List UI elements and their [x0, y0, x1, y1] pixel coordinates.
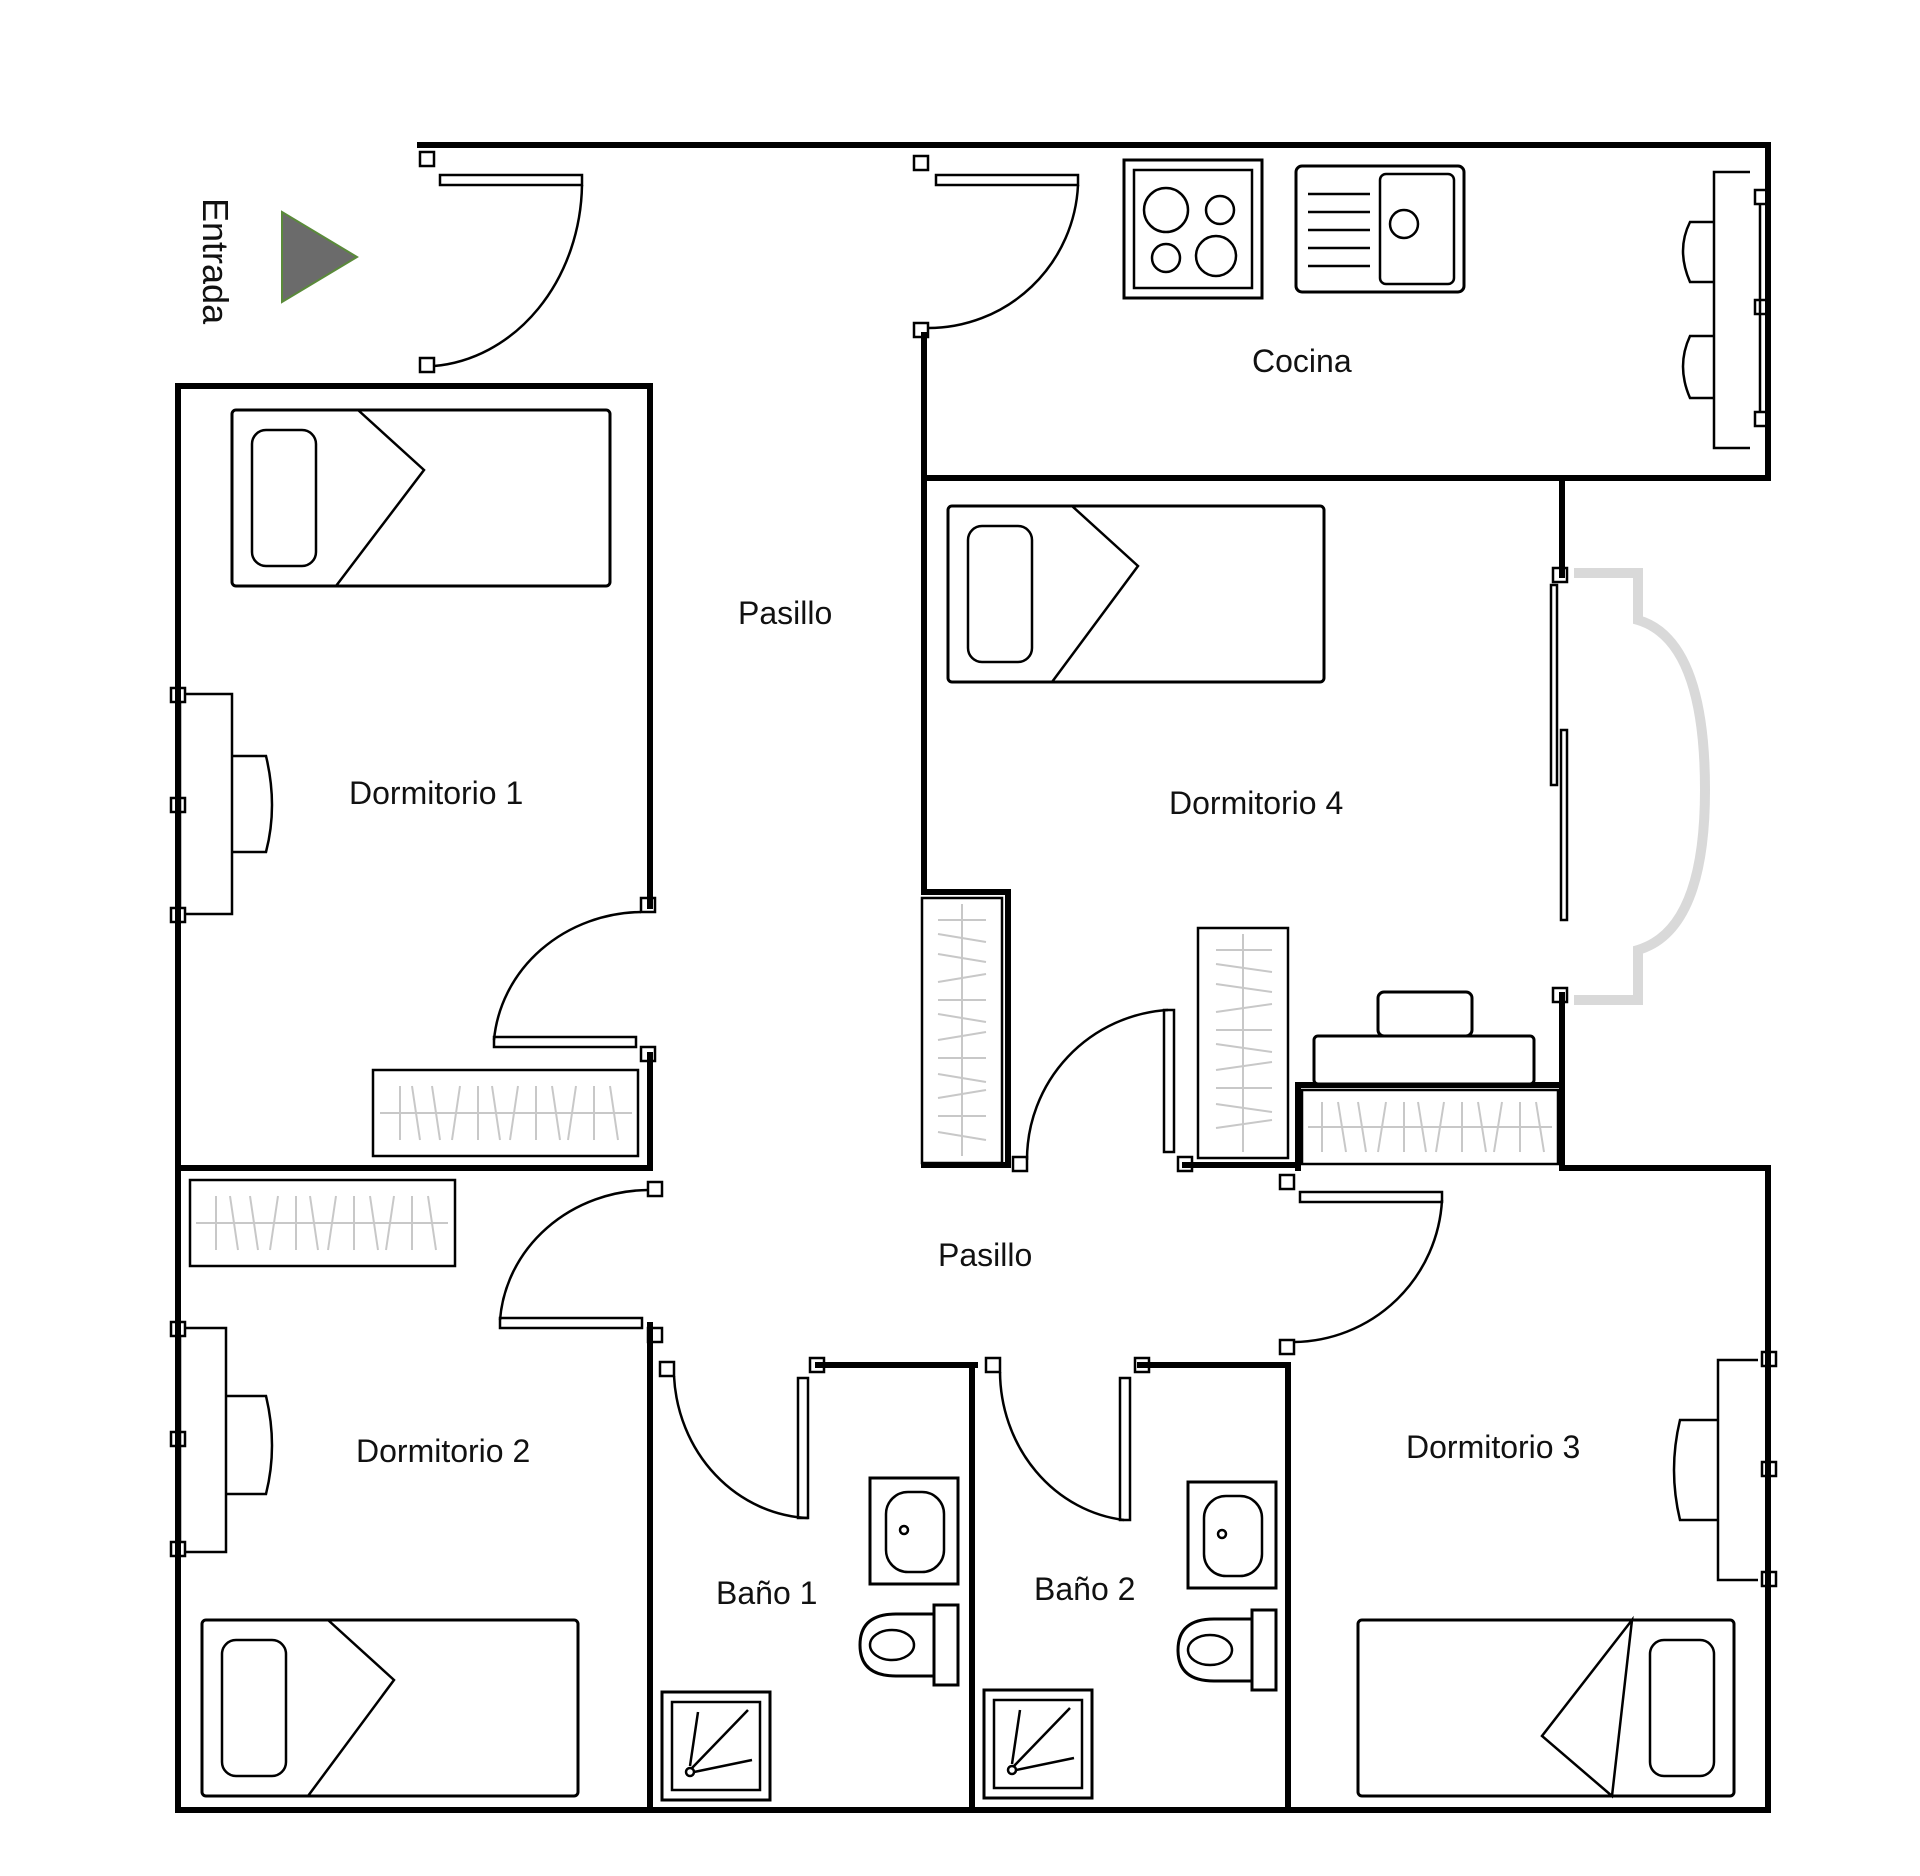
label-bano-1: Baño 1: [716, 1575, 817, 1611]
closet-dormitorio-4-b: [1300, 1088, 1560, 1166]
toilet-bano-2: [1176, 1608, 1278, 1692]
stove: [1122, 158, 1264, 300]
label-bano-2: Baño 2: [1034, 1571, 1135, 1607]
closet-pasillo: [920, 896, 1004, 1165]
bed-dormitorio-1: [230, 408, 612, 588]
desk-dormitorio-1: [186, 692, 274, 916]
desk-dormitorio-3: [1672, 1358, 1758, 1582]
bed-dormitorio-3: [1356, 1615, 1736, 1799]
desk-dormitorio-2: [186, 1326, 274, 1554]
label-dormitorio-2: Dormitorio 2: [356, 1433, 530, 1469]
label-dormitorio-4: Dormitorio 4: [1169, 785, 1343, 821]
bed-dormitorio-4: [946, 504, 1326, 684]
sink-bano-1: [868, 1476, 960, 1586]
shower-bano-1: [660, 1690, 772, 1802]
label-pasillo-mid: Pasillo: [938, 1237, 1032, 1273]
label-pasillo-top: Pasillo: [738, 595, 832, 631]
doors: [418, 150, 1444, 1522]
closet-dormitorio-4-a: [1196, 926, 1290, 1160]
label-cocina: Cocina: [1252, 343, 1352, 379]
label-dormitorio-1: Dormitorio 1: [349, 775, 523, 811]
bed-dormitorio-2: [200, 1618, 580, 1798]
closet-dormitorio-1: [371, 1068, 640, 1158]
windows: [169, 188, 1778, 1588]
walls: [175, 142, 1771, 1813]
entrance-arrow-icon: [281, 210, 359, 304]
kitchen-sink: [1294, 164, 1466, 294]
label-dormitorio-3: Dormitorio 3: [1406, 1429, 1580, 1465]
shower-bano-2: [982, 1688, 1094, 1800]
desk-dormitorio-4: [1312, 990, 1536, 1086]
sink-bano-2: [1186, 1480, 1278, 1590]
toilet-bano-1: [858, 1603, 960, 1687]
balcony-outline: [1574, 568, 1711, 1005]
closet-dormitorio-2: [188, 1178, 457, 1268]
entrance-label: Entrada: [195, 198, 236, 325]
kitchen-table: [1681, 170, 1750, 450]
